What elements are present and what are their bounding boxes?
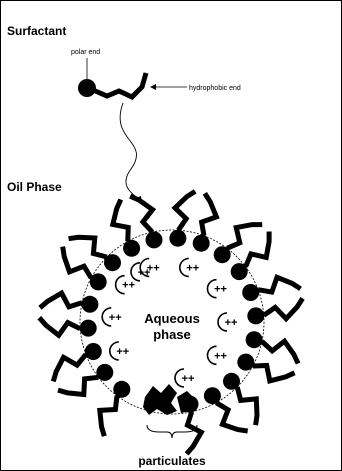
counter-ions: ++++++++++++++++++++ [101,257,238,388]
surfactant-tail [37,316,82,339]
surfactant-tail [252,362,296,384]
polar-head [78,79,96,97]
counter-ion: ++ [206,345,227,366]
ion-shell [206,278,217,299]
ion-charge: ++ [116,346,129,358]
surfactant-tail [57,374,99,398]
surfactant-tail [184,411,205,456]
polar-head [104,254,121,272]
surfactant-tail [171,189,197,232]
ion-shell [174,368,185,388]
surfactant-tail [129,193,157,234]
particulate-blob [143,384,177,415]
polar-head [245,331,263,349]
polar-head [79,319,97,337]
ion-charge: ++ [122,280,135,292]
ion-charge: ++ [186,263,199,275]
particulates-label: particulates [138,454,206,468]
surfactant-tail [243,231,272,268]
counter-ion: ++ [206,278,227,299]
pointer-arrowhead [150,84,156,90]
ion-charge: ++ [109,312,122,324]
ion-charge: ++ [147,263,160,275]
polar-head [89,273,107,291]
polar-head [213,246,231,264]
ion-shell [130,262,141,282]
ion-charge: ++ [214,350,227,362]
aqueous-label-line2: phase [153,327,191,342]
surfactant-tail [109,198,131,242]
surfactant-tail [214,400,249,434]
polar-head [81,295,99,313]
ion-shell [114,274,125,295]
surfactant-tail [226,222,263,251]
polar-head [96,363,114,381]
polar-head [223,372,240,390]
micelle-boundary [79,229,265,415]
counter-ion: ++ [109,341,129,361]
ion-charge: ++ [182,373,195,385]
surfactant-tails [37,189,305,456]
surfactant-tail [262,297,305,323]
surfactant-tail [260,337,301,365]
surfactant-molecule [78,72,149,101]
aqueous-label-line1: Aqueous [144,311,200,326]
surfactant-tail [257,274,302,295]
ion-shell [217,312,228,332]
polar-head [203,387,221,405]
surfactant-tail [68,234,108,260]
ion-charge: ++ [214,284,227,296]
polar-head [84,343,102,360]
counter-ion: ++ [114,274,135,295]
polar-end-label: polar end [71,49,100,56]
particulate-blob-2 [177,391,195,413]
oil-phase-title: Oil Phase [7,180,62,194]
ion-charge: ++ [225,317,238,329]
polar-head [242,284,260,301]
surfactant-tail [234,386,260,426]
surfactant-tail [60,246,94,280]
polar-head [169,229,187,247]
surfactant-tail [38,289,83,310]
surfactant-title: Surfactant [7,24,66,38]
polar-head [247,307,265,325]
surfactant-tail [50,352,88,383]
counter-ion: ++ [179,257,199,278]
counter-ion: ++ [101,307,122,327]
surfactant-tail [97,395,120,437]
polar-head [123,239,141,257]
ion-shell [206,345,217,366]
ion-shell [109,341,119,361]
polar-head [192,234,210,252]
surfactant-tail [198,192,220,237]
counter-ion: ++ [174,368,195,388]
counter-ion: ++ [139,257,160,278]
ion-shell [101,307,112,327]
polar-head [113,380,131,398]
hydrophobic-end-label: hydrophobic end [189,85,241,92]
hydrophobic-tail [92,72,149,101]
polar-head [145,231,163,249]
counter-ion: ++ [217,312,238,332]
polar-head [230,263,248,281]
polar-head [237,353,255,371]
particulates-brace [146,424,198,439]
ion-shell [179,257,189,278]
ion-shell [139,257,150,278]
curved-arrow [119,102,140,200]
particulates-cluster [143,384,195,415]
